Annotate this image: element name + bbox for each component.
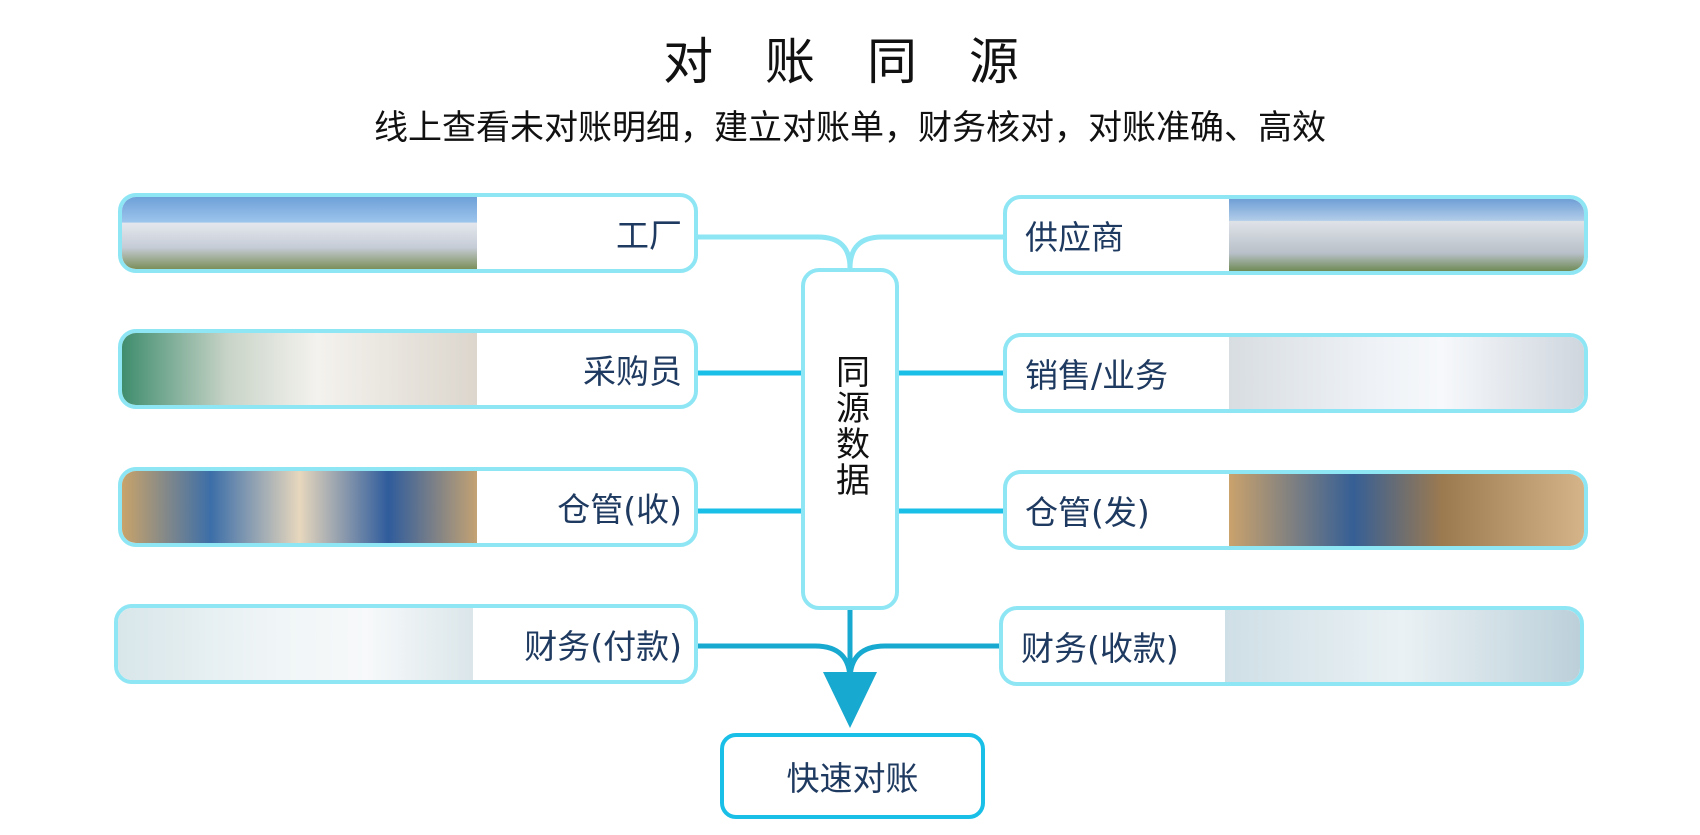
card-label: 销售/业务	[1025, 356, 1169, 395]
down-arrow-icon	[823, 672, 877, 728]
card-warehouse-receive: 仓管(收)	[118, 467, 698, 547]
card-supplier: 供应商	[1003, 195, 1588, 275]
factory-building-photo	[122, 197, 477, 269]
page-subtitle: 线上查看未对账明细，建立对账单，财务核对，对账准确、高效	[374, 108, 1326, 148]
card-warehouse-ship: 仓管(发)	[1003, 470, 1588, 550]
same-source-data-label: 同源数据	[829, 354, 870, 498]
page-title: 对 账 同 源	[663, 33, 1037, 91]
quick-reconciliation-label: 快速对账	[786, 759, 919, 798]
card-finance-receive: 财务(收款)	[999, 606, 1584, 686]
connector-supplier	[847, 234, 1003, 269]
supplier-building-photo	[1229, 199, 1584, 271]
card-sales: 销售/业务	[1003, 333, 1588, 413]
card-finance-pay: 财务(付款)	[114, 604, 698, 684]
same-source-data-box: 同源数据	[801, 268, 899, 610]
card-label: 供应商	[1025, 218, 1124, 257]
quick-reconciliation-box: 快速对账	[720, 733, 985, 819]
warehouse-worker-photo	[1229, 474, 1584, 546]
card-buyer: 采购员	[118, 329, 698, 409]
card-label: 工厂	[616, 216, 682, 255]
connector-factory	[697, 234, 853, 269]
card-label: 财务(付款)	[524, 627, 682, 666]
meeting-people-photo	[122, 333, 477, 405]
card-label: 仓管(发)	[1025, 493, 1150, 532]
card-factory: 工厂	[118, 193, 698, 273]
card-label: 仓管(收)	[557, 490, 682, 529]
card-label: 采购员	[583, 352, 682, 391]
smiling-man-photo	[118, 608, 473, 680]
sales-team-photo	[1229, 337, 1584, 409]
finance-team-photo	[1225, 610, 1580, 682]
warehouse-woman-photo	[122, 471, 477, 543]
card-label: 财务(收款)	[1021, 629, 1179, 668]
